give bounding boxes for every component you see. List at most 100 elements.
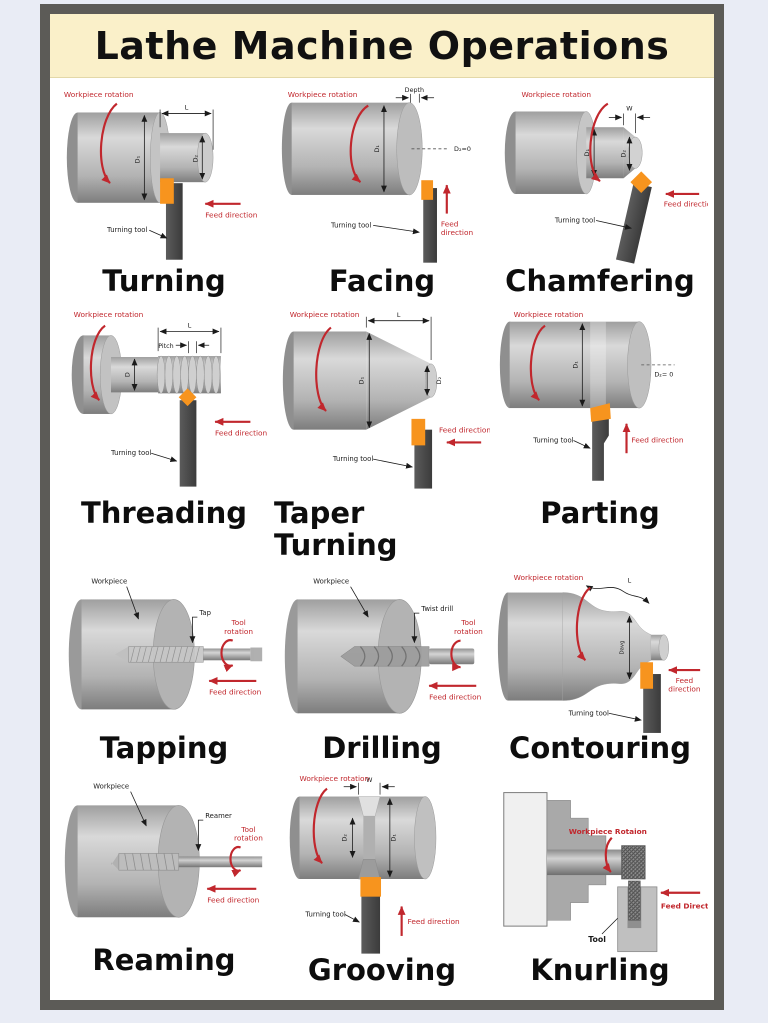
- reamer-label: Reamer: [205, 812, 232, 820]
- workpiece-pointer: [126, 586, 140, 620]
- drill-flutes: [359, 645, 421, 667]
- parting-diagram: D₁ D₂= 0 Workpiece rotation Feed directi…: [499, 309, 684, 481]
- tool-pointer: [149, 229, 168, 239]
- depth-label: Depth: [405, 86, 424, 94]
- tool-rotation-label-2: rotation: [454, 626, 483, 635]
- tap-tool: [114, 645, 263, 663]
- dimension-depth: Depth: [395, 86, 435, 103]
- operation-card-parting: D₁ D₂= 0 Workpiece rotation Feed directi…: [492, 304, 708, 568]
- operation-caption: Facing: [328, 263, 436, 298]
- turning-tool-label: Turning tool: [332, 455, 373, 463]
- feed-direction-label: Feed direction: [429, 692, 481, 701]
- tool-pointer: [573, 439, 591, 449]
- workpiece-rotation-label: Workpiece rotation: [514, 572, 584, 581]
- turning-tool: [421, 180, 437, 263]
- workpiece-rotation-label: Workpiece rotation: [64, 90, 134, 99]
- workpiece: [281, 102, 423, 196]
- contour-length-line: [585, 585, 650, 604]
- feed-direction-label: Feed direction: [631, 435, 683, 444]
- turning-tool: [178, 387, 197, 487]
- groove-core: [363, 815, 376, 859]
- tool-shank: [361, 894, 381, 954]
- dimension-d1: D₁: [571, 322, 586, 407]
- chamfering-diagram: W D₁ D₂ Workpiece rotation: [504, 90, 708, 264]
- operation-caption: Threading: [80, 495, 248, 530]
- tool-label: Tool: [588, 934, 606, 943]
- operation-card-grooving: W D₂ D₁ Workpiece rotation: [274, 771, 490, 993]
- feed-direction-label: Feed direction: [209, 687, 261, 696]
- feed-direction-label: Feed direction: [215, 428, 267, 437]
- groove-top: [358, 795, 381, 816]
- operation-caption: Chamfering: [505, 263, 695, 298]
- cutting-insert: [411, 418, 426, 445]
- dim-d1-label: D₁: [571, 360, 579, 368]
- w-label: W: [626, 105, 633, 113]
- dimension-d: D: [124, 358, 138, 391]
- thread-ridges: [156, 355, 221, 394]
- turning-tool-label: Turning tool: [532, 436, 573, 444]
- twist-drill-label: Twist drill: [420, 605, 453, 613]
- dim-l-label: L: [185, 104, 189, 112]
- dim-d2-label: D₂= 0: [654, 370, 673, 378]
- tool-rotation-label-1: Tool: [240, 824, 255, 833]
- pitch-label: Pitch: [158, 342, 174, 350]
- rotation-arrow: [89, 324, 106, 401]
- turning-tool-label: Turning tool: [106, 226, 147, 234]
- w-label: W: [366, 775, 373, 783]
- operation-caption: Reaming: [92, 943, 236, 978]
- feed-direction-label: Feed direction: [408, 917, 460, 926]
- tool-pointer: [344, 913, 360, 923]
- dim-d-label: D: [124, 372, 132, 377]
- tool-pointer: [151, 452, 178, 462]
- dim-l-label: L: [397, 310, 401, 318]
- reamer-tool: [110, 852, 263, 870]
- tool-shank: [179, 399, 197, 487]
- workpiece-rotation-label: Workpiece Rotaion: [569, 826, 647, 835]
- tool-pointer: [595, 220, 632, 230]
- dim-d2-label: D₂: [620, 150, 628, 158]
- rotation-arrow: [312, 787, 328, 864]
- turning-tool-label: Turning tool: [330, 221, 371, 229]
- dim-l-label: L: [188, 321, 192, 329]
- operation-caption: Parting: [540, 495, 660, 530]
- reaming-diagram: Workpiece Reamer Tool rotation Feed dire…: [64, 782, 263, 918]
- dimension-d1: D₁: [583, 128, 598, 177]
- tool-rotation-label-1: Tool: [460, 618, 475, 627]
- workpiece-rotation-label: Workpiece rotation: [74, 309, 144, 318]
- dim-d1-label: D₁: [583, 149, 591, 157]
- tool-pointer: [608, 712, 642, 722]
- tool-rotation-label-2: rotation: [234, 833, 263, 842]
- operation-card-drilling: Workpiece Twist drill Tool rotation Feed…: [274, 568, 490, 771]
- dimension-l: L: [365, 310, 432, 360]
- tool-rotation-arrow: [220, 638, 234, 672]
- feed-direction-label-2: direction: [668, 684, 701, 693]
- rotation-arrow: [349, 104, 369, 183]
- tool-pointer: [373, 458, 413, 469]
- dimension-l: L: [157, 321, 222, 353]
- cutting-insert: [360, 876, 382, 897]
- dimension-pitch: Pitch: [158, 340, 210, 353]
- operation-card-taper-turning: L D₁ D₂ Workpiece rotation: [274, 304, 490, 568]
- drilling-diagram: Workpiece Twist drill Tool rotation Feed…: [284, 577, 483, 714]
- dimension-l: L: [159, 104, 214, 150]
- feed-direction-label-1: Feed: [676, 676, 694, 685]
- dim-d2-label: D₂=0: [454, 145, 471, 153]
- dimension-d1: D₁: [386, 797, 398, 878]
- reamer-flutes: [124, 852, 176, 870]
- feed-direction-label-1: Feed: [441, 219, 459, 228]
- feed-direction-label: Feed direction: [205, 211, 257, 220]
- feed-direction-label: Feed direction: [439, 425, 490, 434]
- operation-caption: Contouring: [509, 730, 691, 765]
- operation-card-tapping: Workpiece Tap Tool rotation Feed directi…: [56, 568, 272, 771]
- cutting-insert: [590, 402, 611, 422]
- cutting-insert: [160, 178, 174, 204]
- dim-d1-label: D₁: [390, 833, 398, 841]
- knurled-section: [621, 844, 646, 879]
- rotation-arrow: [529, 324, 546, 401]
- tool-rotation-arrow: [229, 845, 242, 877]
- turning-tool: [590, 402, 611, 481]
- workpiece-pointer: [350, 586, 369, 618]
- turning-tool-label: Turning tool: [304, 910, 345, 918]
- workpiece-label: Workpiece: [313, 577, 349, 585]
